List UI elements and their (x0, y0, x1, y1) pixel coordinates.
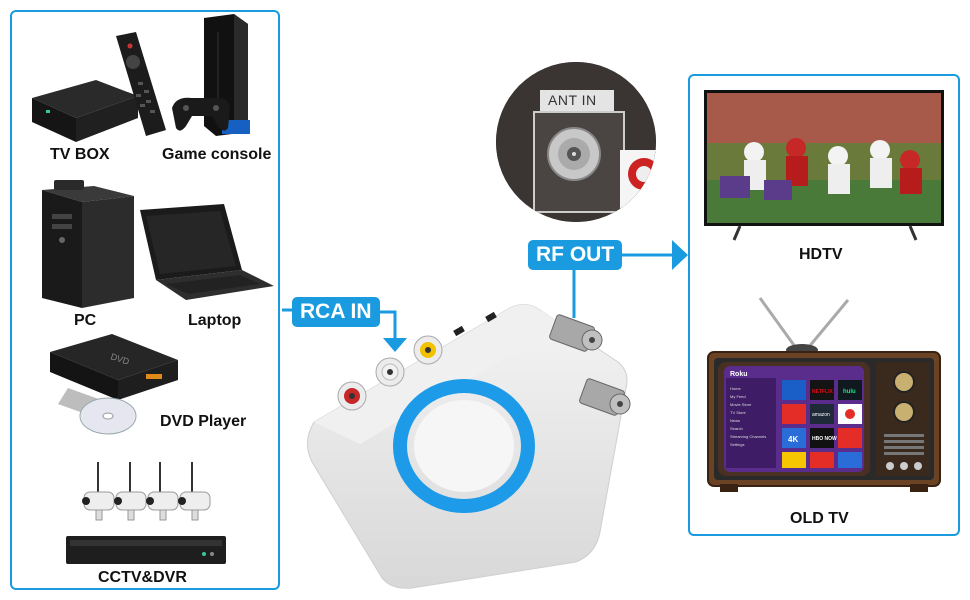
svg-text:NETFLIX: NETFLIX (812, 389, 833, 395)
hdtv-icon (704, 90, 944, 241)
display-label-hdtv: HDTV (799, 246, 843, 263)
svg-text:Settings: Settings (730, 442, 744, 447)
svg-text:TV Store: TV Store (730, 410, 747, 415)
rf-modulator-device (307, 304, 631, 589)
display-label-old-tv: OLD TV (790, 510, 849, 527)
device-label-cctv-dvr: CCTV&DVR (98, 569, 187, 586)
svg-text:amazon: amazon (812, 412, 830, 418)
source-devices-panel: TV BOX Game console PC Laptop DVD DVD Pl… (10, 10, 280, 590)
svg-text:4K: 4K (788, 435, 798, 444)
game-console-icon (172, 14, 250, 136)
antenna-port-closeup (496, 62, 656, 222)
roku-brand-text: Roku (730, 371, 748, 378)
ant-in-label: ANT IN (548, 92, 597, 108)
device-label-pc: PC (74, 312, 97, 329)
svg-text:HBO NOW: HBO NOW (812, 436, 837, 442)
svg-text:hulu: hulu (843, 389, 856, 395)
svg-text:Movie Store: Movie Store (730, 402, 752, 407)
rf-out-tag: RF OUT (528, 240, 623, 270)
device-label-dvd-player: DVD Player (160, 413, 247, 430)
device-label-laptop: Laptop (188, 312, 242, 329)
rca-in-tag: RCA IN (292, 297, 380, 327)
pc-tower-icon (42, 180, 134, 308)
cctv-dvr-icon (66, 462, 226, 564)
laptop-icon (140, 204, 274, 300)
svg-text:Search: Search (730, 426, 743, 431)
tv-box-icon (32, 80, 138, 142)
dvd-player-icon: DVD (50, 334, 178, 435)
svg-text:Streaming Channels: Streaming Channels (730, 434, 766, 439)
display-devices-panel: HDTV Roku Home My Feed Movie Store TV St… (688, 74, 960, 536)
svg-text:Home: Home (730, 386, 741, 391)
remote-control-icon (116, 32, 166, 136)
device-label-game-console: Game console (162, 146, 272, 163)
svg-text:News: News (730, 418, 740, 423)
svg-text:My Feed: My Feed (730, 394, 746, 399)
device-label-tv-box: TV BOX (50, 146, 110, 163)
old-tv-icon: Roku Home My Feed Movie Store TV Store N… (707, 297, 941, 492)
